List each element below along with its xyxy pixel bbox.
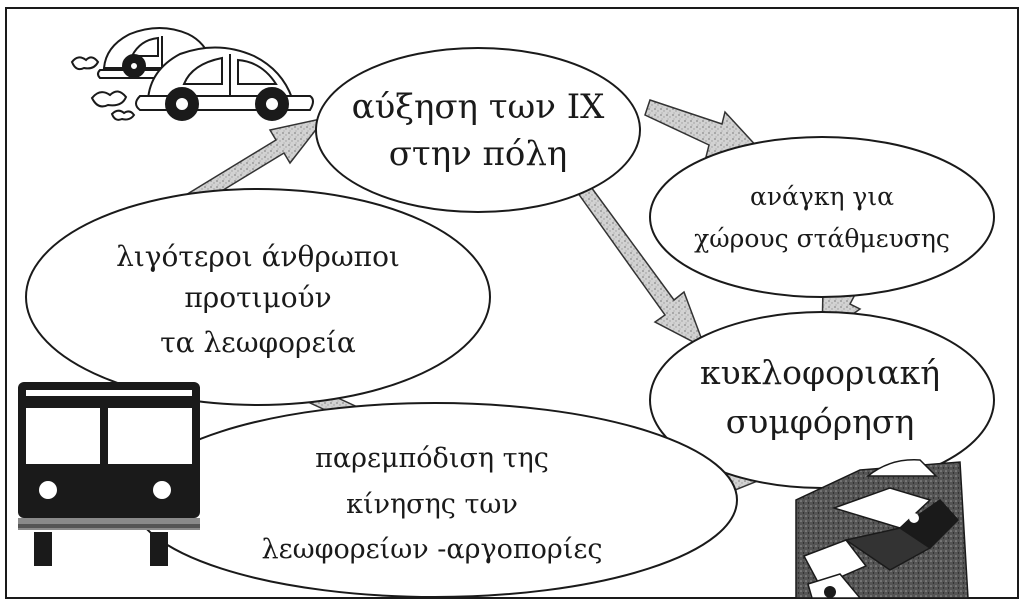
- cars-increase-line2: στην πόλη: [389, 134, 568, 174]
- parking-need-line1: ανάγκη για: [750, 182, 894, 211]
- congestion-line1: κυκλοφοριακή: [700, 353, 940, 392]
- fewer-riders-line2: προτιμούν: [184, 281, 331, 314]
- bus-obstruction-line1: παρεμπόδιση της: [315, 443, 549, 474]
- node-parking-need: [649, 136, 995, 298]
- traffic-jam-icon: [795, 459, 969, 599]
- fewer-riders-line1: λιγότεροι άνθρωποι: [116, 240, 400, 273]
- node-fewer-bus-riders: [25, 188, 491, 406]
- cars-icon: [70, 27, 314, 121]
- bus-icon: [18, 382, 200, 566]
- fewer-riders-line3: τα λεωφορεία: [160, 326, 356, 359]
- node-cars-increase: [315, 47, 641, 213]
- bus-obstruction-line3: λεωφορείων -αργοπορίες: [262, 534, 603, 565]
- parking-need-line2: χώρους στάθμευσης: [694, 224, 950, 253]
- bus-obstruction-line2: κίνησης των: [346, 489, 518, 520]
- cars-increase-line1: αύξηση των ΙΧ: [352, 87, 606, 127]
- congestion-line2: συμφόρηση: [726, 402, 914, 441]
- arrow-cars-to-congestion: [569, 170, 707, 350]
